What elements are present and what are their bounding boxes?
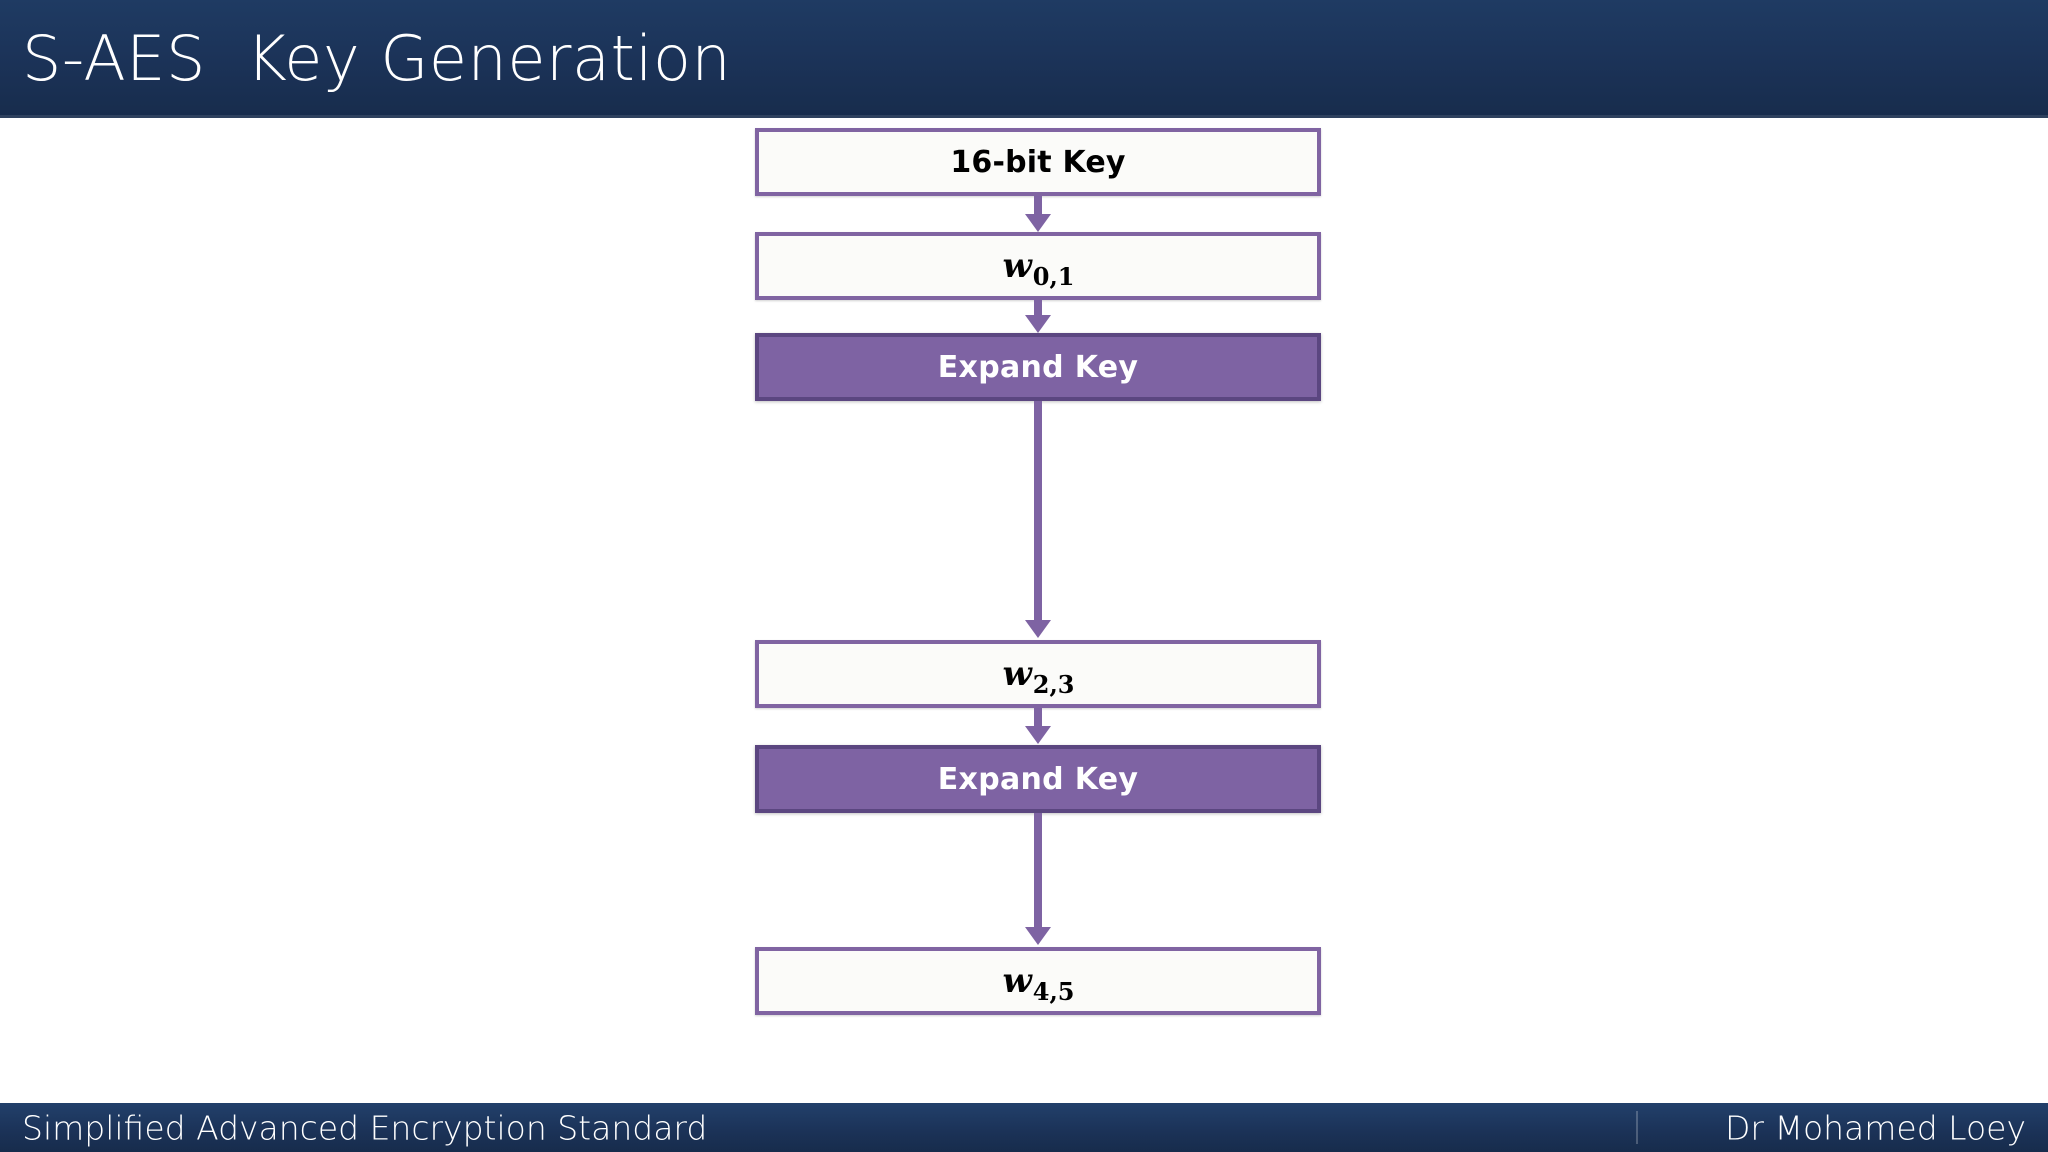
flow-node-16-bit-key: 16-bit Key (755, 128, 1321, 196)
footer-divider (1636, 1111, 1638, 1144)
arrow-head-icon (1025, 620, 1051, 638)
variable-subscript: 0,1 (1032, 262, 1075, 291)
arrow-shaft (1034, 813, 1042, 929)
variable-base: w (1002, 246, 1032, 286)
variable-subscript: 4,5 (1032, 977, 1075, 1006)
slide-header-bar: S-AES Key Generation (0, 0, 2048, 118)
slide-footer-bar: Simplified Advanced Encryption Standard … (0, 1103, 2048, 1152)
variable-base: w (1002, 961, 1032, 1001)
arrow-head-icon (1025, 927, 1051, 945)
arrow-shaft (1034, 196, 1042, 216)
footer-author-label: Dr Mohamed Loey (1725, 1108, 2026, 1147)
flow-node-label: Expand Key (937, 761, 1139, 797)
flow-node-label: 16-bit Key (950, 144, 1126, 180)
variable-base: w (1002, 654, 1032, 694)
flow-node-expand-key-1: Expand Key (755, 333, 1321, 401)
arrow-shaft (1034, 300, 1042, 317)
arrow-head-icon (1025, 214, 1051, 232)
arrow-shaft (1034, 401, 1042, 622)
footer-subject-label: Simplified Advanced Encryption Standard (22, 1108, 708, 1147)
arrow-head-icon (1025, 315, 1051, 333)
arrow-head-icon (1025, 726, 1051, 744)
flow-node-label: Expand Key (937, 349, 1139, 385)
arrow-shaft (1034, 708, 1042, 728)
page-title: S-AES Key Generation (22, 22, 732, 95)
variable-subscript: 2,3 (1032, 670, 1075, 699)
flow-node-expand-key-2: Expand Key (755, 745, 1321, 813)
